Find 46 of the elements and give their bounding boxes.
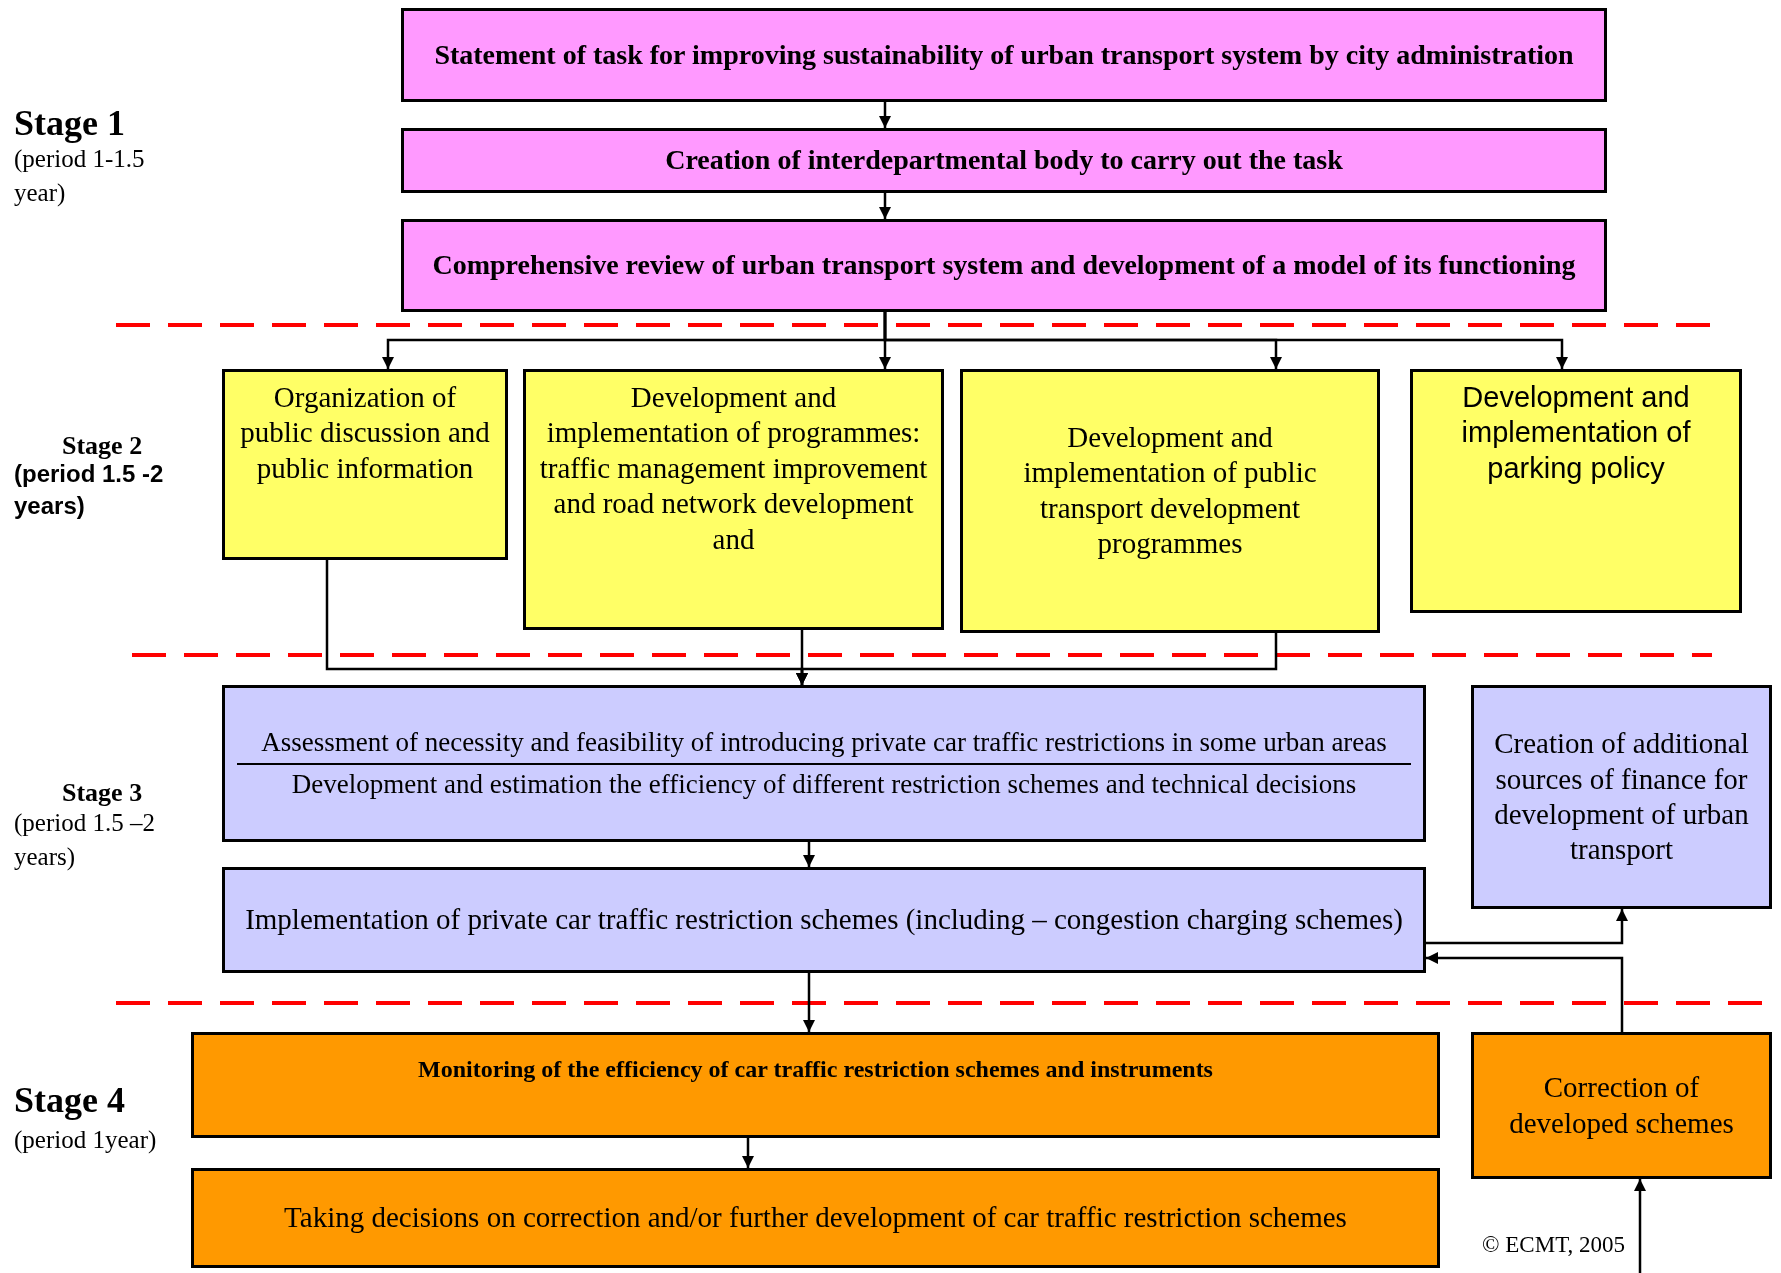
arrow xyxy=(1634,1179,1646,1273)
box-text: Assessment of necessity and feasibility of introducing private car traffic restrictions in some urban areas xyxy=(261,727,1387,759)
stage-heading: Stage 1 xyxy=(14,102,126,145)
box-text: Development and implementation of programmes: traffic management improvement and road network development and xyxy=(538,380,929,557)
process-box xyxy=(523,369,944,630)
arrow xyxy=(1426,909,1628,945)
box-text: Implementation of private car traffic restriction schemes (including – congestion charging schemes) xyxy=(245,903,1403,937)
copyright-note: © ECMT, 2005 xyxy=(1481,1231,1625,1259)
arrow xyxy=(803,973,815,1032)
stage-heading: Stage 4 xyxy=(14,1079,126,1122)
arrow xyxy=(879,102,891,128)
box-text: Correction of developed schemes xyxy=(1508,1070,1735,1141)
stage-period: (period 1.5 –2 years) xyxy=(14,808,156,872)
process-box xyxy=(191,1032,1440,1138)
stage-period: (period 1.5 -2 years) xyxy=(14,459,165,522)
box-text: Creation of interdepartmental body to carry out the task xyxy=(665,144,1343,177)
process-box xyxy=(1471,1032,1772,1179)
box-text: Development and implementation of public transport development programmes xyxy=(1022,420,1318,562)
arrow xyxy=(796,633,1278,685)
process-box xyxy=(401,219,1607,312)
process-box xyxy=(191,1168,1440,1268)
process-box xyxy=(401,128,1607,193)
arrow xyxy=(1426,952,1624,1032)
box-text: Development and estimation the efficiency of different restriction schemes and technical decisions xyxy=(291,768,1357,800)
process-box xyxy=(960,369,1380,633)
stage-heading: Stage 3 xyxy=(61,777,144,809)
process-box xyxy=(1410,369,1742,613)
box-text: Monitoring of the efficiency of car traffic restriction schemes and instruments xyxy=(418,1055,1213,1084)
box-text: Organization of public discussion and public information xyxy=(239,380,491,486)
arrow xyxy=(803,842,815,867)
arrow xyxy=(879,193,891,219)
box-text: Comprehensive review of urban transport system and development of a model of its functioning xyxy=(432,249,1576,282)
box-text: Development and implementation of parking policy xyxy=(1460,380,1692,486)
stage-period: (period 1year) xyxy=(14,1125,158,1156)
stage-period: (period 1-1.5 year) xyxy=(14,144,146,208)
process-box xyxy=(401,8,1607,102)
box-text: Taking decisions on correction and/or further development of car traffic restriction schemes xyxy=(284,1200,1347,1236)
stage-heading: Stage 2 xyxy=(61,430,144,462)
box-text: Creation of additional sources of finance for development of urban transport xyxy=(1493,726,1750,868)
process-box xyxy=(1471,685,1772,909)
box-text: Statement of task for improving sustainability of urban transport system by city administration xyxy=(434,38,1574,72)
process-box xyxy=(222,685,1426,842)
process-box xyxy=(222,867,1426,973)
arrow xyxy=(883,312,1568,369)
arrow xyxy=(742,1138,754,1168)
process-box xyxy=(222,369,508,560)
